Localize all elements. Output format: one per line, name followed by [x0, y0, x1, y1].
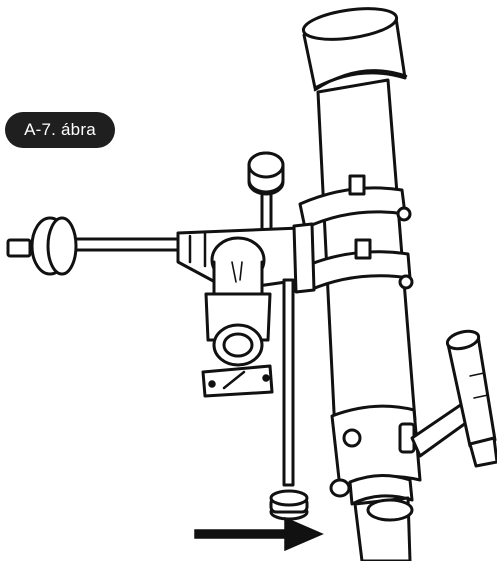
tube-aperture — [301, 7, 399, 41]
cable-knob-top — [269, 489, 309, 507]
focuser-knob-left — [329, 478, 351, 498]
slow-motion-knob — [247, 151, 285, 244]
arrow-head — [284, 516, 324, 552]
mount-head — [176, 226, 302, 398]
focuser-ring — [348, 474, 414, 506]
arrow-right-icon — [194, 516, 324, 552]
polar-axis-cap — [222, 332, 254, 358]
ring-clamp-lower — [354, 238, 372, 260]
counterweight-shaft — [58, 237, 192, 252]
finder-eyepiece — [468, 436, 497, 468]
plate-screw-right — [262, 374, 270, 382]
tripod-plate — [201, 364, 274, 398]
finder-objective — [445, 329, 481, 351]
figure-label: A-7. ábra — [5, 112, 115, 148]
plate-screw-left — [208, 380, 216, 388]
ring-bolt-lower — [398, 274, 414, 290]
finder-scope — [410, 329, 497, 468]
latitude-lever — [222, 370, 246, 390]
finder-rings — [469, 372, 489, 399]
ring-clamp-upper — [348, 174, 366, 196]
telescope-tube — [292, 7, 422, 561]
knob-cap — [247, 151, 285, 179]
ring-mount-bar — [292, 222, 316, 294]
counterweight-assembly — [6, 216, 192, 276]
dew-shield-ring — [313, 69, 408, 92]
mount-lock — [231, 261, 243, 283]
cable-rod — [282, 278, 295, 487]
focus-knob — [342, 428, 362, 448]
ring-bolt-upper — [396, 206, 412, 222]
arrow-shaft — [194, 529, 291, 539]
slow-motion-cable — [269, 278, 309, 521]
mount-edges — [188, 232, 207, 268]
shaft-end-cap — [6, 238, 32, 258]
drawtube-opening — [366, 498, 414, 522]
counterweight-face — [46, 216, 78, 276]
